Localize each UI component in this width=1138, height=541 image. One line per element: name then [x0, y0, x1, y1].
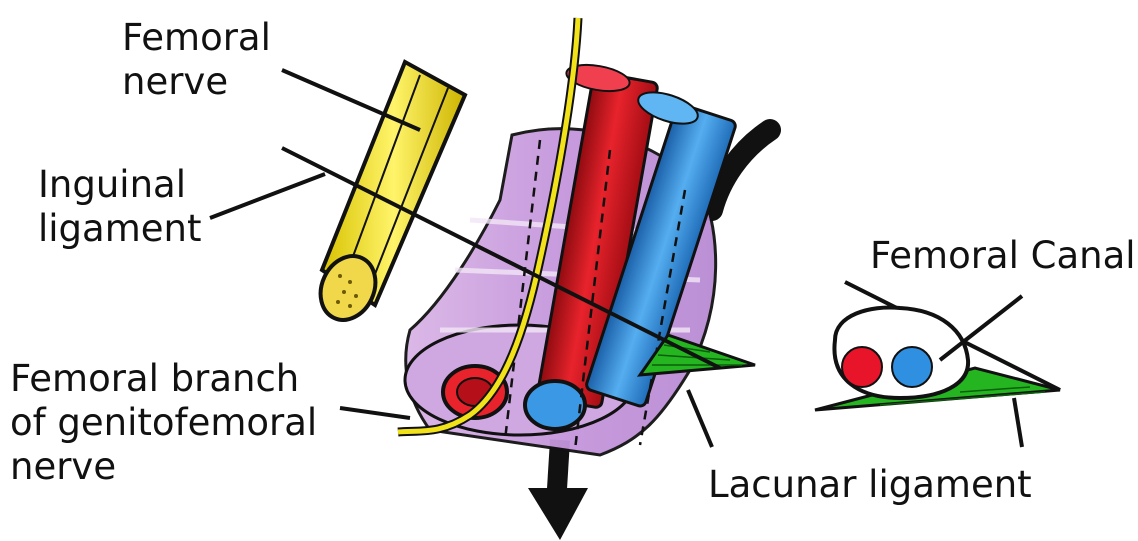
femoral-nerve-cylinder — [310, 62, 465, 329]
label-femoral-canal: Femoral Canal — [870, 234, 1136, 278]
label-femoral-nerve-line2: nerve — [122, 60, 271, 104]
leader-lacunar-2 — [1014, 398, 1022, 447]
leader-femoral-branch — [340, 408, 410, 418]
label-inguinal-line1: Inguinal — [38, 163, 201, 207]
leader-lacunar-1 — [688, 390, 712, 447]
leader-inguinal-ligament — [210, 174, 325, 218]
label-inguinal-ligament: Inguinal ligament — [38, 163, 201, 251]
label-branch-line3: nerve — [10, 445, 317, 489]
label-femoral-nerve: Femoral nerve — [122, 16, 271, 104]
label-lacunar-ligament: Lacunar ligament — [708, 463, 1032, 507]
label-inguinal-line2: ligament — [38, 207, 201, 251]
label-femoral-nerve-line1: Femoral — [122, 16, 271, 60]
label-branch-line2: of genitofemoral — [10, 401, 317, 445]
femoral-canal-inset — [815, 282, 1060, 410]
label-branch-line1: Femoral branch — [10, 357, 317, 401]
label-femoral-branch: Femoral branch of genitofemoral nerve — [10, 357, 317, 489]
